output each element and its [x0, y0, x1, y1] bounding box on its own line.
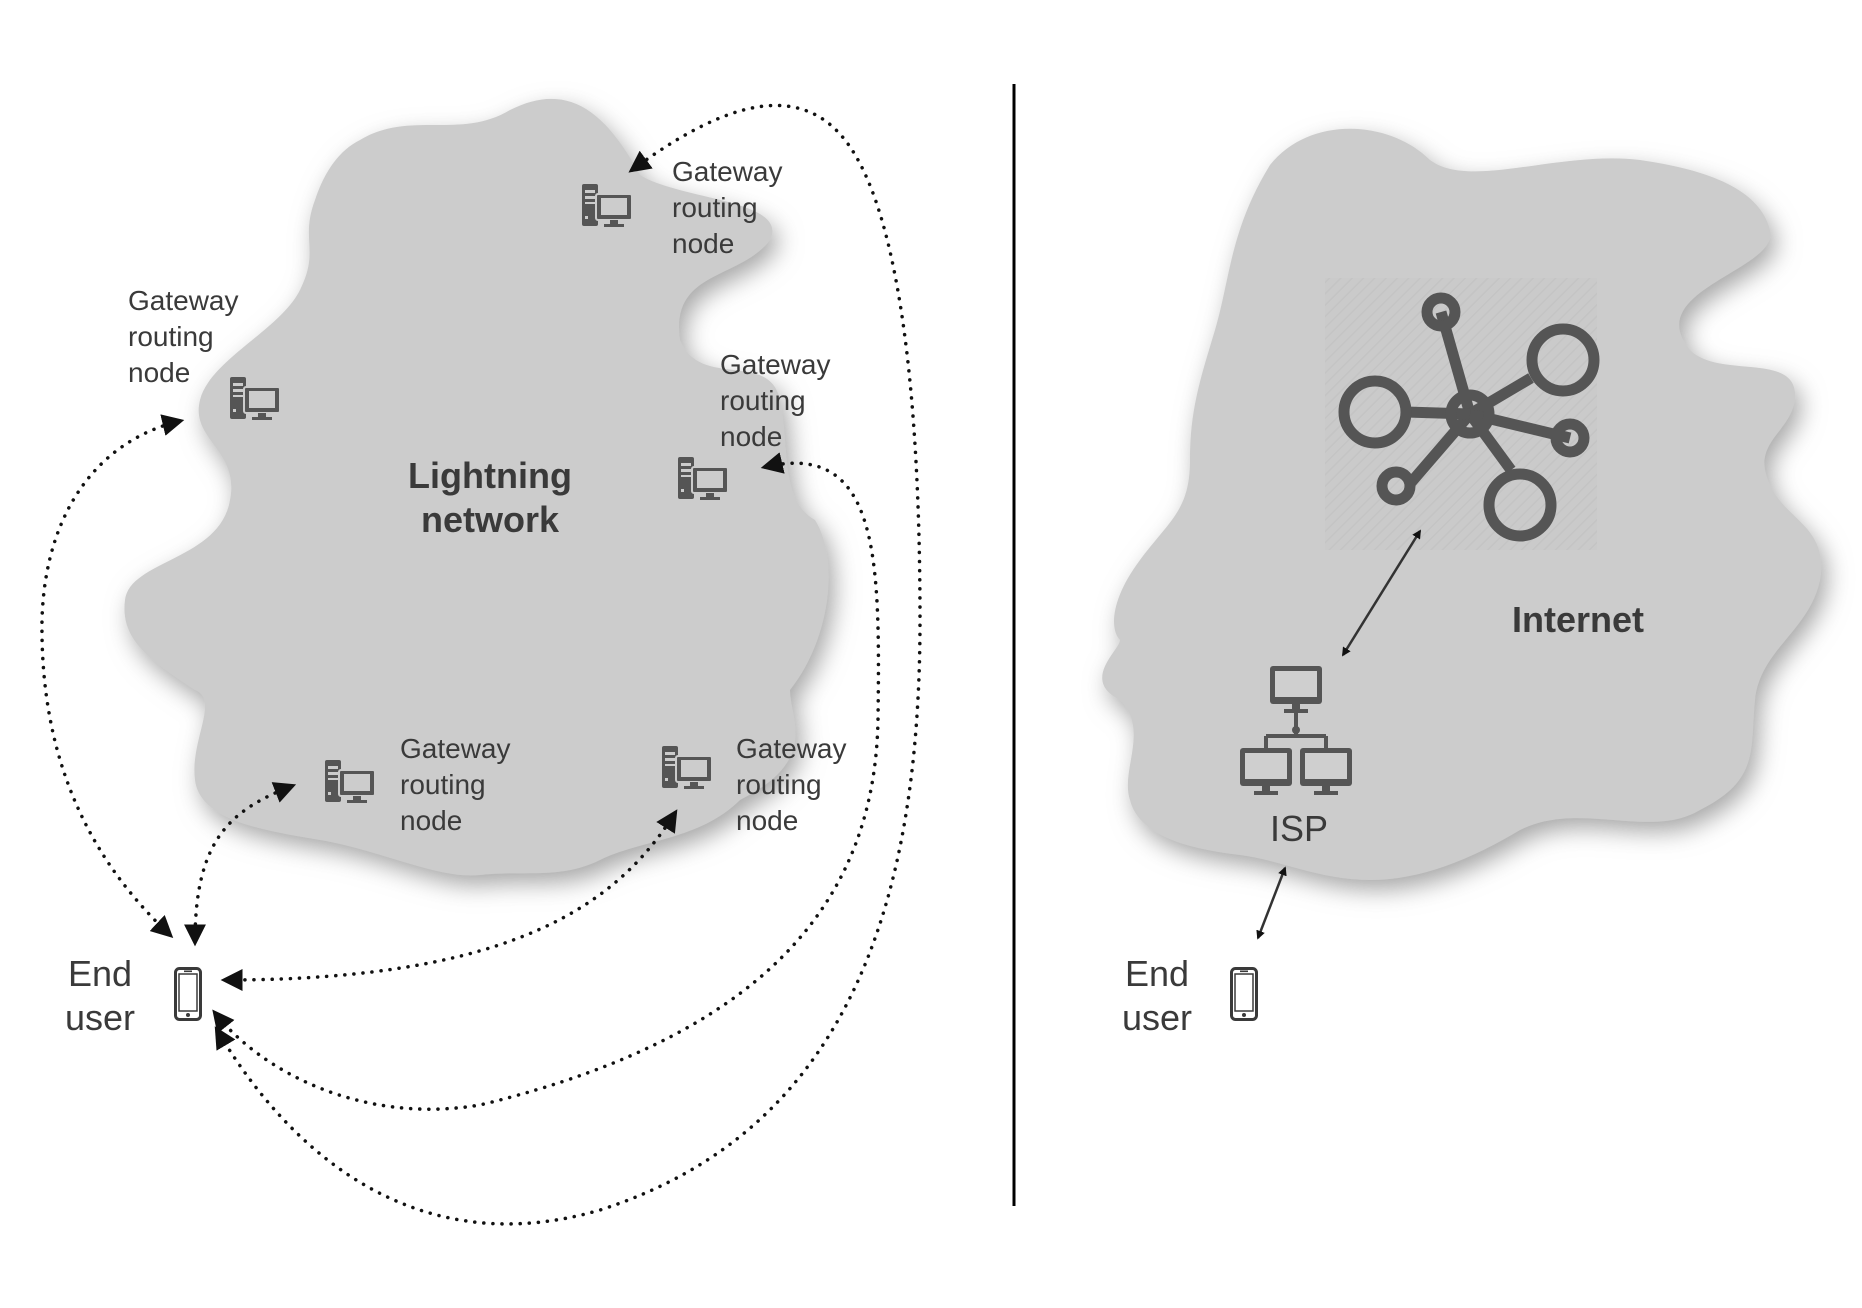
network-hub-icon: [1338, 292, 1600, 542]
gateway-label-left: Gateway routing node: [128, 285, 239, 388]
arrow-isp-internet: [1341, 529, 1422, 657]
gateway-label-top: Gateway routing node: [672, 156, 783, 259]
internet-title: Internet: [1511, 599, 1644, 640]
arrow-user-isp: [1256, 866, 1287, 940]
smartphone-icon: [174, 967, 202, 1021]
end-user-label-left: End user: [64, 953, 136, 1038]
gateway-label-bottom-right: Gateway routing node: [736, 733, 847, 836]
isp-network-icon: [1240, 666, 1352, 795]
dotted-arrow-gateway-top: [214, 103, 922, 1226]
smartphone-icon: [1230, 967, 1258, 1021]
gateway-label-right: Gateway routing node: [720, 349, 831, 452]
lightning-network-title: Lightning network: [408, 455, 572, 540]
gateway-label-bottom-left: Gateway routing node: [400, 733, 511, 836]
isp-label: ISP: [1270, 808, 1329, 849]
end-user-label-right: End user: [1121, 953, 1193, 1038]
dotted-arrow-gateway-left: [40, 414, 185, 939]
